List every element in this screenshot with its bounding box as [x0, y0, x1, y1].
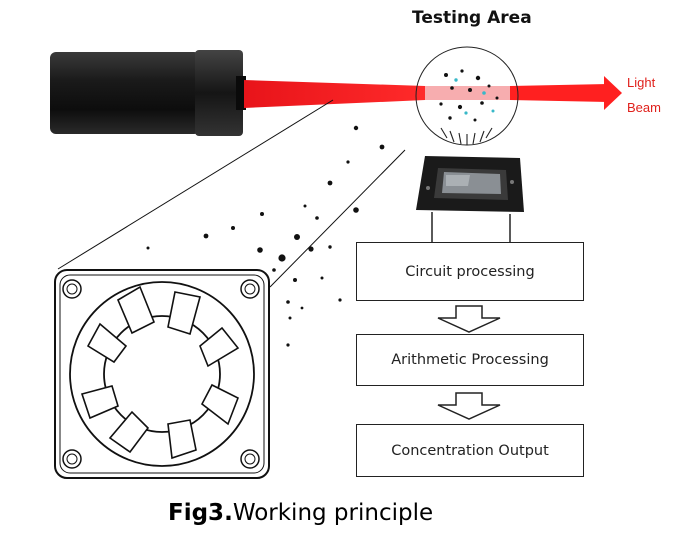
testing-area-title: Testing Area [412, 8, 532, 28]
airflow-particles [146, 125, 385, 347]
figure-caption: Fig3.Working principle [168, 500, 433, 526]
step-label: Arithmetic Processing [391, 352, 549, 368]
light-beam-label-line1: Light [627, 75, 656, 90]
down-arrow-icon [437, 392, 501, 420]
down-arrow-icon [437, 305, 501, 333]
light-beam-label-line2: Beam [627, 100, 661, 115]
caption-text: Working principle [232, 500, 434, 526]
scattered-light-rays [440, 127, 493, 145]
light-beam [244, 76, 622, 110]
beam-arrowhead-icon [604, 76, 622, 110]
arithmetic-processing-box: Arithmetic Processing [356, 334, 584, 386]
concentration-output-box: Concentration Output [356, 424, 584, 477]
perspective-lines [57, 99, 406, 288]
circuit-processing-box: Circuit processing [356, 242, 584, 301]
laser-emitter-icon [50, 50, 246, 136]
testing-area-circle [415, 46, 519, 146]
fan-icon [54, 269, 270, 479]
caption-prefix: Fig3. [168, 500, 233, 526]
sensor-chip-icon [416, 156, 524, 212]
sensor-leads [431, 212, 511, 242]
step-label: Circuit processing [405, 263, 535, 280]
step-label: Concentration Output [391, 442, 549, 459]
